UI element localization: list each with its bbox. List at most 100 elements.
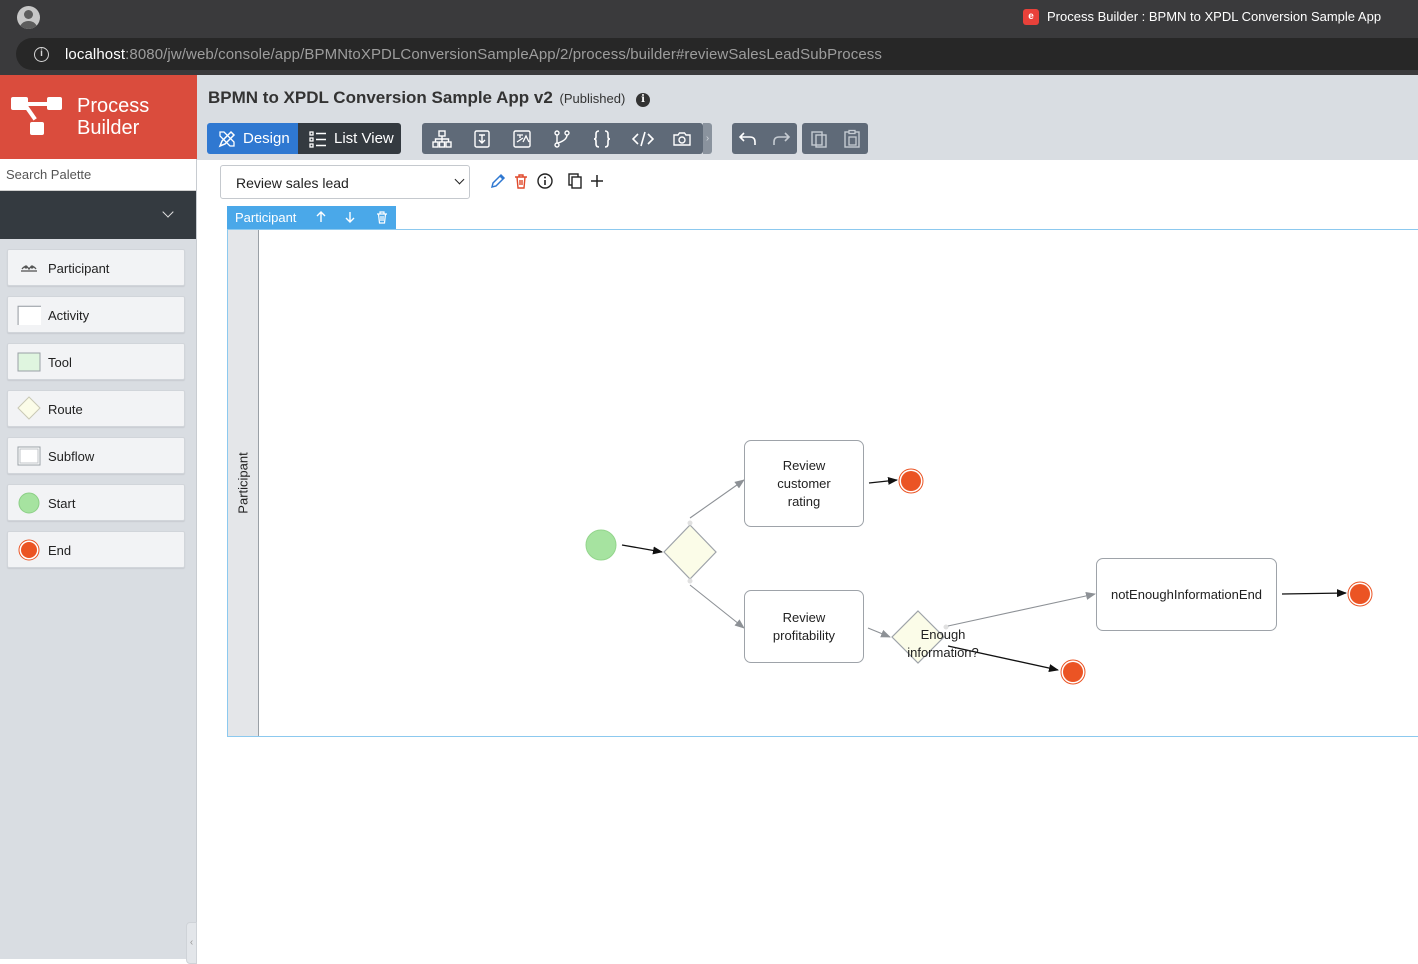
undo-button[interactable] (732, 123, 764, 154)
participant-pool[interactable] (227, 229, 1418, 737)
brand-line-1: Process (77, 95, 150, 117)
paste-button[interactable] (835, 123, 868, 154)
activity-label-line: rating (787, 493, 821, 509)
palette-category-dropdown[interactable] (0, 191, 196, 239)
transition[interactable] (947, 592, 1096, 627)
profile-avatar-icon[interactable] (17, 6, 40, 29)
transition[interactable] (689, 479, 745, 519)
tab-favicon-icon: e (1023, 9, 1039, 25)
transition[interactable] (1281, 589, 1347, 598)
screenshot-button[interactable] (662, 123, 702, 154)
activity-icon (17, 305, 41, 325)
transition[interactable] (621, 544, 663, 555)
list-view-label: List View (334, 130, 394, 147)
connection-point (687, 578, 693, 584)
activity-label-line: Review (782, 609, 826, 625)
start-event[interactable] (585, 529, 617, 561)
route-label-line: Enough (920, 627, 966, 642)
process-select-value: Review sales lead (236, 175, 349, 191)
palette-item-subflow[interactable]: Subflow (7, 437, 185, 474)
subflow-icon (17, 446, 41, 466)
end-event-core (1350, 584, 1370, 604)
palette-item-route[interactable]: Route (7, 390, 185, 427)
activity-label-line: profitability (772, 627, 836, 643)
copy-icon (811, 131, 827, 148)
trash-icon[interactable] (375, 210, 389, 224)
process-builder-brand: Process Builder (0, 75, 197, 159)
participant-pool-toolbar[interactable]: Participant (227, 206, 396, 229)
mapping-button[interactable] (502, 123, 542, 154)
route-gateway-enough-info[interactable] (891, 610, 945, 664)
process-select[interactable]: Review sales lead (220, 165, 470, 199)
translate-icon (513, 130, 531, 148)
browser-tab-title[interactable]: Process Builder : BPMN to XPDL Conversio… (1047, 9, 1382, 24)
transition[interactable] (867, 627, 891, 638)
palette-item-end[interactable]: End (7, 531, 185, 568)
activity-review-customer-rating[interactable]: Review customer rating (744, 440, 864, 527)
app-status: (Published) (559, 91, 626, 106)
list-view-button[interactable]: List View (298, 123, 401, 154)
brand-line-2: Builder (77, 117, 140, 139)
activity-label-line: Review (782, 457, 826, 473)
json-definition-button[interactable] (582, 123, 622, 154)
camera-icon (673, 132, 691, 146)
palette-item-activity[interactable]: Activity (7, 296, 185, 333)
arrow-up-icon[interactable] (314, 210, 328, 224)
activity-label: Review profitability (773, 609, 835, 645)
design-label: Design (243, 130, 290, 147)
duplicate-process-icon[interactable] (566, 172, 584, 190)
app-info-icon[interactable]: i (636, 93, 651, 107)
auto-layout-button[interactable] (422, 123, 462, 154)
brand-name: Process Builder (77, 95, 149, 139)
search-palette-input[interactable] (0, 159, 196, 191)
sitemap-icon (432, 130, 452, 148)
copy-paste-group (802, 123, 868, 154)
route-gateway[interactable] (663, 524, 717, 580)
code-icon (632, 131, 654, 147)
redo-icon (773, 132, 791, 145)
palette-item-start[interactable]: Start (7, 484, 185, 521)
end-event-core (1063, 662, 1083, 682)
list-icon (309, 131, 326, 148)
delete-process-trash-icon[interactable] (512, 172, 530, 190)
transition[interactable] (947, 645, 1059, 672)
url-field[interactable]: i localhost:8080/jw/web/console/app/BPMN… (16, 38, 1418, 70)
palette-item-label: Route (48, 402, 83, 417)
lane-header[interactable] (228, 230, 259, 736)
palette-item-label: Start (48, 496, 76, 511)
xpdl-source-button[interactable] (622, 123, 662, 154)
copy-button[interactable] (802, 123, 835, 154)
site-info-icon[interactable]: i (34, 47, 49, 62)
design-view-button[interactable]: Design (207, 123, 298, 154)
branch-icon (554, 130, 570, 148)
palette-item-label: Subflow (48, 449, 95, 464)
transition[interactable] (868, 476, 898, 485)
undo-icon (738, 132, 756, 145)
browser-titlebar: e Process Builder : BPMN to XPDL Convers… (0, 0, 1418, 34)
clipboard-icon (844, 129, 860, 148)
activity-not-enough-information-end[interactable]: notEnoughInformationEnd (1096, 558, 1277, 631)
url-text[interactable]: localhost:8080/jw/web/console/app/BPMNto… (65, 46, 882, 63)
branch-button[interactable] (542, 123, 582, 154)
connection-point (943, 624, 949, 630)
app-title: BPMN to XPDL Conversion Sample App v2 (P… (208, 88, 651, 108)
redo-button[interactable] (765, 123, 797, 154)
palette-item-label: End (48, 543, 72, 558)
arrow-down-icon[interactable] (343, 210, 357, 224)
process-properties-button[interactable] (462, 123, 502, 154)
participant-icon (21, 265, 37, 272)
route-icon (17, 396, 41, 420)
palette-item-participant[interactable]: Participant (7, 249, 185, 286)
edit-process-pencil-icon[interactable] (489, 172, 507, 190)
palette-item-tool[interactable]: Tool (7, 343, 185, 380)
add-process-plus-icon[interactable] (588, 172, 606, 190)
transition[interactable] (689, 584, 745, 629)
activity-review-profitability[interactable]: Review profitability (744, 590, 864, 663)
process-info-icon[interactable] (536, 172, 554, 190)
activity-label-line: customer (777, 475, 831, 491)
route-label-enough-information: Enough information? (902, 626, 984, 662)
palette-item-label: Tool (48, 355, 72, 370)
pool-label: Participant (235, 210, 297, 225)
toolbar-scroll-right-icon[interactable]: › (703, 123, 712, 154)
